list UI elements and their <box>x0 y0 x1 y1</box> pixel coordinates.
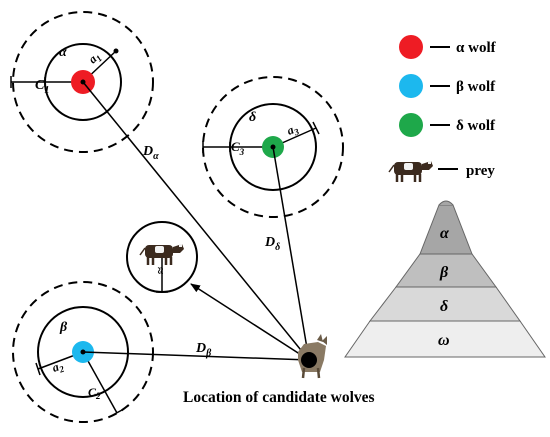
red-dot-icon <box>399 35 423 59</box>
legend-label: δ wolf <box>456 118 496 134</box>
cow-icon <box>388 161 433 182</box>
beta-distance-line <box>82 351 310 361</box>
hierarchy-pyramid: α β δ ω <box>344 200 546 358</box>
prey-circle-group: ≈ <box>126 221 198 293</box>
beta-tick-a <box>35 362 41 376</box>
beta-outer-ring <box>12 281 154 423</box>
blue-dot-icon <box>399 74 423 98</box>
delta-symbol: δ <box>249 110 256 125</box>
diagram-caption: Location of candidate wolves <box>183 389 375 406</box>
beta-distance-label: Dβ <box>195 341 212 359</box>
pyramid-tier-omega <box>344 320 546 358</box>
legend-item-alpha: α wolf <box>399 35 497 59</box>
alpha-outer-ring <box>12 11 154 153</box>
delta-a-label: a3 <box>285 121 301 140</box>
beta-inner-ring <box>37 306 129 398</box>
legend-item-beta: β wolf <box>399 74 496 98</box>
candidate-wolf <box>298 334 327 379</box>
alpha-wolf-group: α C1 a1 <box>10 11 154 153</box>
beta-c-radius <box>82 351 118 414</box>
alpha-distance-label: Dα <box>142 144 159 162</box>
prey-approx-label: ≈ <box>153 267 168 274</box>
legend-label: prey <box>466 163 495 179</box>
beta-c-label: C2 <box>88 385 101 401</box>
delta-outer-ring <box>202 76 344 218</box>
green-dot-icon <box>399 113 423 137</box>
delta-distance-label: Dδ <box>264 235 280 253</box>
legend-item-delta: δ wolf <box>399 113 496 137</box>
beta-symbol: β <box>59 320 68 335</box>
distance-lines: Dα Dδ Dβ <box>82 81 310 361</box>
cow-icon <box>139 244 184 265</box>
legend-label: β wolf <box>456 79 496 95</box>
legend: α wolf β wolf δ wolf p <box>388 35 497 182</box>
legend-item-prey: prey <box>388 161 495 182</box>
delta-distance-line <box>272 146 310 361</box>
legend-label: α wolf <box>456 40 497 56</box>
prey-arrow <box>190 283 310 361</box>
alpha-c-label: C1 <box>35 78 49 96</box>
pyramid-label-beta: β <box>439 264 449 281</box>
pyramid-label-alpha: α <box>440 225 450 242</box>
alpha-a-dot <box>113 48 119 54</box>
beta-tick-outer <box>110 409 123 417</box>
delta-wolf-group: δ C3 a3 <box>202 76 344 218</box>
beta-a-label: a2 <box>50 358 66 377</box>
pyramid-apex <box>438 200 454 206</box>
pyramid-label-delta: δ <box>440 298 448 315</box>
alpha-symbol: α <box>59 45 67 60</box>
delta-c-label: C3 <box>231 139 245 157</box>
alpha-distance-line <box>82 81 310 361</box>
pyramid-label-omega: ω <box>438 332 450 349</box>
candidate-dot <box>301 352 317 368</box>
delta-tick-a <box>312 121 320 135</box>
